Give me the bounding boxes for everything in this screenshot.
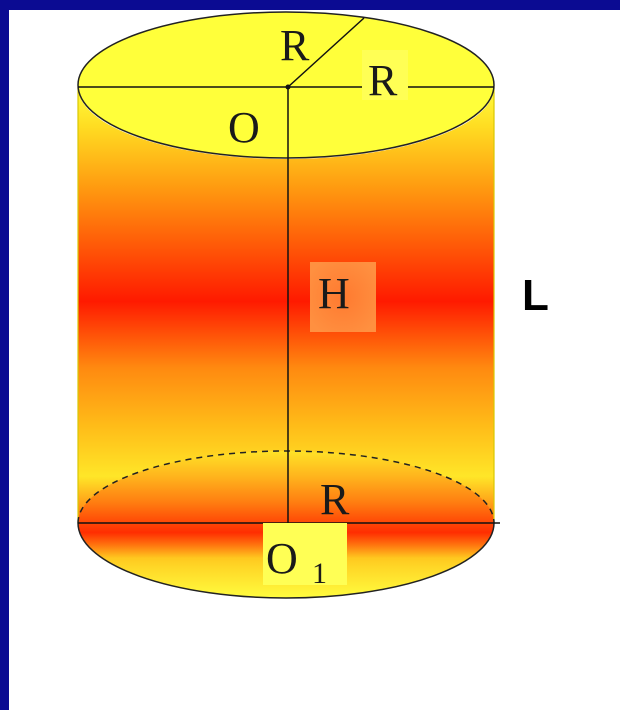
bottom-center-label: O bbox=[266, 534, 298, 583]
slide-frame-top bbox=[0, 0, 620, 10]
bottom-center-subscript: 1 bbox=[312, 557, 327, 590]
bottom-ellipse-back bbox=[77, 450, 495, 524]
height-label: H bbox=[318, 269, 350, 318]
bottom-center-label-bg bbox=[263, 523, 347, 585]
top-slanted-radius bbox=[287, 17, 365, 88]
generator-label: L bbox=[522, 271, 549, 320]
height-label-bg bbox=[310, 262, 376, 332]
top-center-label: O bbox=[228, 103, 260, 152]
top-base bbox=[77, 11, 495, 159]
bottom-radius-label: R bbox=[320, 475, 350, 524]
bottom-ellipse-front bbox=[77, 522, 495, 599]
top-radius-label-bg bbox=[362, 50, 408, 100]
top-slanted-radius-label: R bbox=[280, 21, 310, 70]
slide-frame-left bbox=[0, 0, 9, 710]
top-horizontal-radius-label: R bbox=[368, 56, 398, 105]
